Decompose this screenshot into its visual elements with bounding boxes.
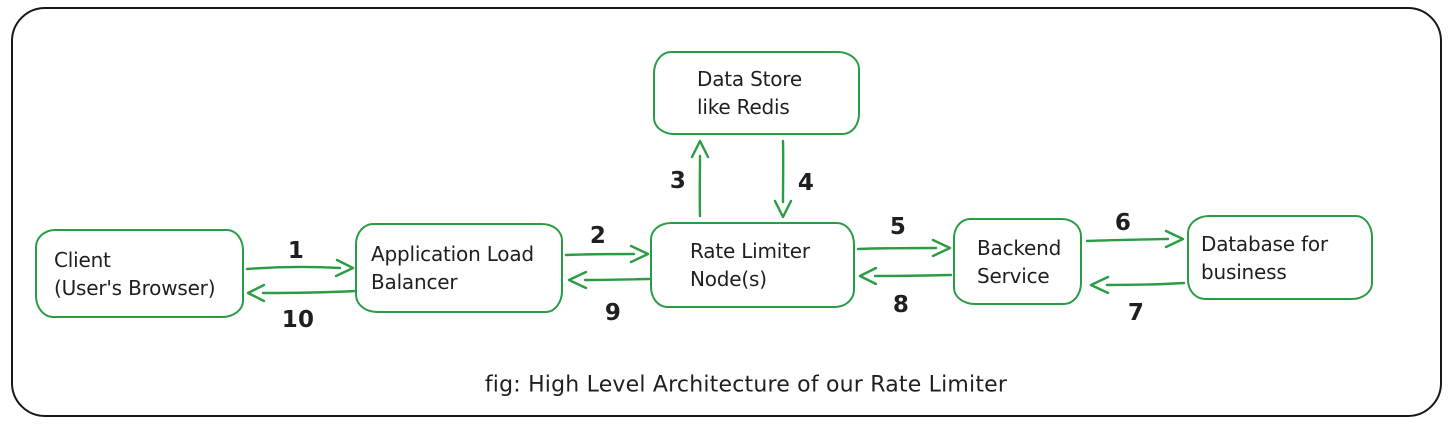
node-database-line-2: business <box>1201 259 1287 284</box>
arrow-3-head <box>690 139 710 159</box>
arrow-4-label: 4 <box>797 170 815 196</box>
node-client: Client (User's Browser) <box>35 229 244 318</box>
node-load-balancer: Application Load Balancer <box>355 223 563 313</box>
arrow-6-label: 6 <box>1114 210 1132 236</box>
arrow-9-shaft <box>583 277 651 282</box>
node-backend-line-1: Backend <box>977 235 1062 260</box>
arrow-7-head <box>1089 275 1110 295</box>
arrow-6 <box>1085 229 1185 249</box>
arrow-7-label: 7 <box>1127 300 1145 326</box>
arrow-10 <box>246 283 358 303</box>
node-data-store-line-1: Data Store <box>697 67 802 91</box>
arrow-8-head <box>858 266 878 286</box>
arrow-10-label: 10 <box>281 307 315 333</box>
node-rate-limiter-line-2: Node(s) <box>690 267 767 291</box>
arrow-1-label: 1 <box>287 238 305 264</box>
node-client-line-1: Client <box>54 247 111 272</box>
node-database: Database for business <box>1187 215 1373 300</box>
arrow-5-head <box>931 238 952 258</box>
arrow-7 <box>1089 275 1186 295</box>
arrow-5-shaft <box>856 246 938 251</box>
arrow-3-label: 3 <box>669 168 687 194</box>
arrow-1 <box>245 258 355 278</box>
arrow-2 <box>564 244 650 264</box>
node-load-balancer-line-1: Application Load <box>371 242 534 266</box>
arrow-7-shaft <box>1105 281 1186 287</box>
node-backend: Backend Service <box>953 218 1082 305</box>
arrow-1-head <box>334 258 355 278</box>
node-database-line-1: Database for <box>1201 231 1328 256</box>
arrow-6-head <box>1164 229 1185 249</box>
arrow-8-label: 8 <box>892 292 910 318</box>
node-load-balancer-line-2: Balancer <box>371 270 458 294</box>
node-rate-limiter-line-1: Rate Limiter <box>690 239 810 263</box>
node-client-line-2: (User's Browser) <box>54 275 216 300</box>
arrow-4 <box>773 139 793 219</box>
node-rate-limiter: Rate Limiter Node(s) <box>650 222 855 308</box>
arrow-5 <box>856 238 952 258</box>
arrow-2-shaft <box>564 252 636 257</box>
diagram-caption: fig: High Level Architecture of our Rate… <box>484 372 1008 398</box>
arrow-10-shaft <box>261 289 358 295</box>
arrow-2-head <box>629 244 650 264</box>
node-data-store-line-2: like Redis <box>697 95 790 119</box>
arrow-3 <box>690 139 710 218</box>
arrow-8-shaft <box>873 273 953 278</box>
arrow-9 <box>567 270 651 290</box>
arrow-2-label: 2 <box>589 223 607 249</box>
arrow-4-head <box>773 199 793 219</box>
arrow-5-label: 5 <box>889 214 907 240</box>
arrow-9-label: 9 <box>604 300 622 326</box>
arrow-10-head <box>246 283 266 303</box>
node-backend-line-2: Service <box>977 263 1050 288</box>
arrow-8 <box>858 266 953 286</box>
arrow-6-shaft <box>1085 237 1170 243</box>
arrow-9-head <box>567 270 588 290</box>
arrow-1-shaft <box>245 265 342 271</box>
node-data-store: Data Store like Redis <box>653 51 860 135</box>
outer-frame <box>11 7 1442 417</box>
